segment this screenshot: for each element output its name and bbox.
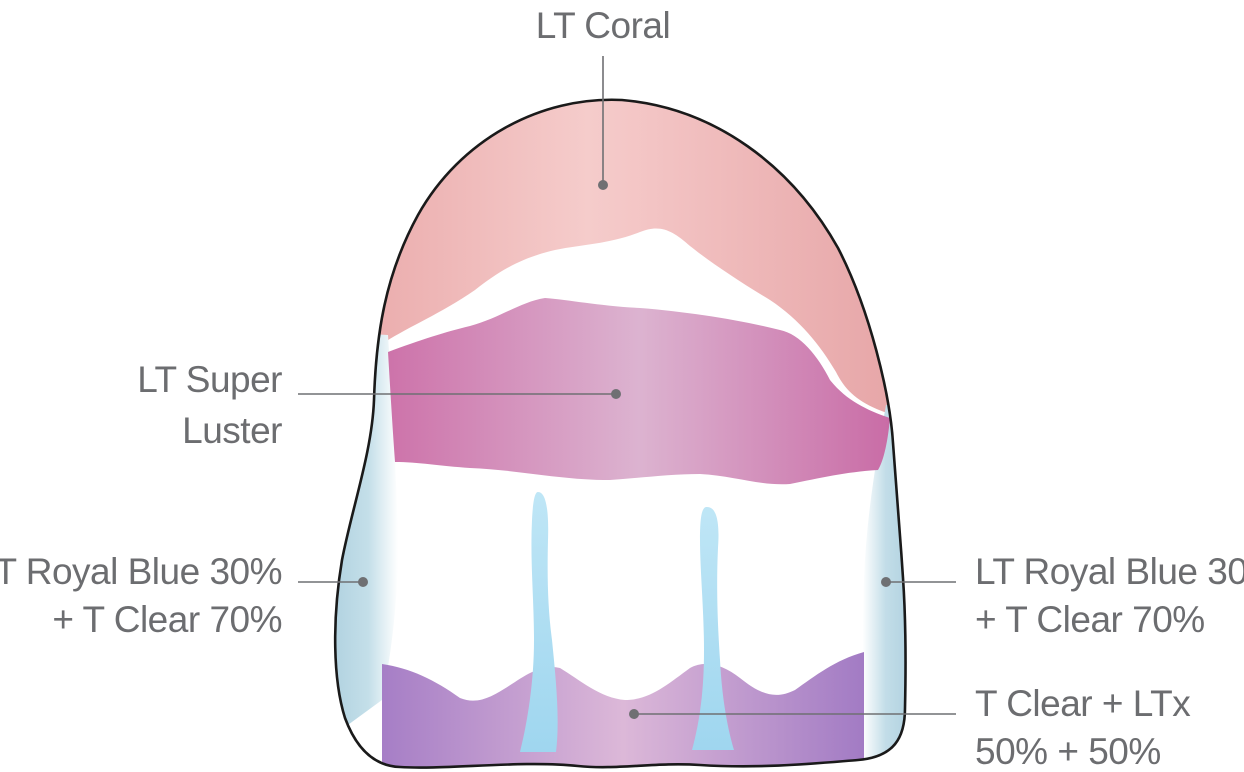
label-incisal-line2: 50% + 50%	[975, 731, 1161, 772]
label-royal-blue-right-line1: LT Royal Blue 30%	[975, 551, 1244, 592]
label-super-luster-line1: LT Super	[137, 359, 282, 400]
marker-dot-royal-blue-left	[358, 577, 368, 587]
label-coral: LT Coral	[536, 5, 670, 46]
label-super-luster-line2: Luster	[182, 410, 282, 451]
label-royal-blue-right-line2: + T Clear 70%	[975, 599, 1205, 640]
tooth-body	[300, 80, 940, 772]
label-incisal-line1: T Clear + LTx	[975, 683, 1191, 724]
marker-dot-royal-blue-right	[881, 577, 891, 587]
marker-dot-super-luster	[611, 389, 621, 399]
marker-dot-incisal	[629, 709, 639, 719]
marker-dot-coral	[598, 180, 608, 190]
label-royal-blue-left-line2: + T Clear 70%	[52, 599, 282, 640]
label-royal-blue-left-line1: LT Royal Blue 30%	[0, 551, 282, 592]
